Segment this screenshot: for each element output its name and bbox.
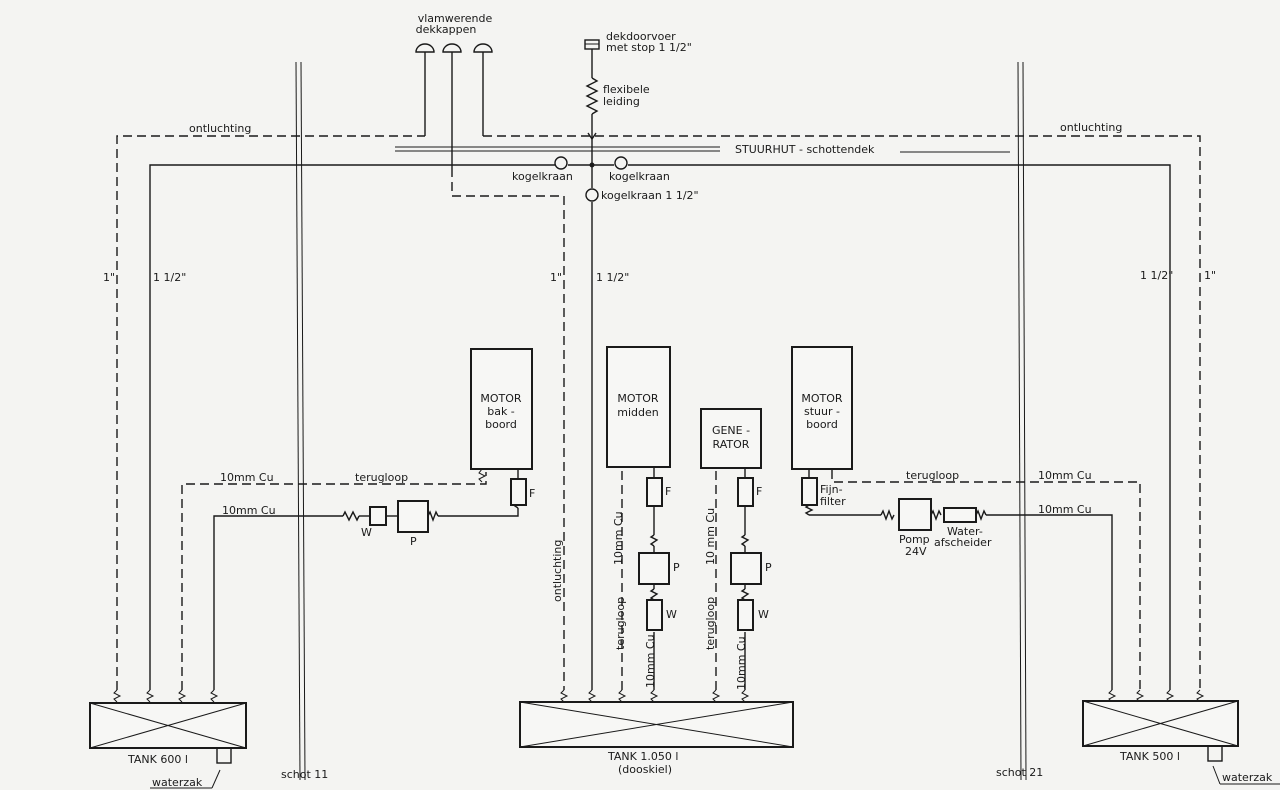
water-separator-1: Water- <box>947 525 983 538</box>
tank-labels: TANK 600 l TANK 1.050 l (dooskiel) TANK … <box>127 750 1273 789</box>
vent-right-label: ontluchting <box>1060 121 1122 134</box>
size-left-fill: 1 1/2" <box>153 271 186 284</box>
motor-middle-line2: midden <box>617 406 659 419</box>
middle-fuel-lines <box>621 468 670 690</box>
hose-label-1: flexibele <box>603 83 650 96</box>
middle-component-labels: F P W F P W ontluchting 10mm Cu terugloo… <box>551 485 772 690</box>
motor-port-line3: boord <box>485 418 517 431</box>
fine-filter-1: Fijn- <box>820 483 843 496</box>
starboard-fuel-lines <box>801 470 1141 690</box>
top-labels: vlamwerende dekkappen dekdoorvoer met st… <box>189 12 1122 202</box>
caps-label-1: vlamwerende <box>418 12 493 25</box>
deck-caps <box>415 43 493 168</box>
size-left-vent: 1" <box>103 271 115 284</box>
ball-valve-3-label: kogelkraan 1 1/2" <box>601 189 699 202</box>
generator-line2: RATOR <box>713 438 750 451</box>
port-water-w: W <box>361 526 372 539</box>
middle-lower-cu: 10mm Cu <box>644 634 657 688</box>
motor-middle: MOTOR midden <box>606 346 671 468</box>
fine-filter-2: filter <box>820 495 846 508</box>
tank-middle <box>519 701 794 748</box>
vent-lines <box>116 135 1201 690</box>
bulkhead-right-label: schot 21 <box>996 766 1043 779</box>
caps-label-2: dekkappen <box>416 23 477 36</box>
tank-middle-label: TANK 1.050 l <box>607 750 678 763</box>
bulkhead-lines <box>295 61 1027 781</box>
deck-fitting-label-2: met stop 1 1/2" <box>606 41 692 54</box>
ball-valve-1-label: kogelkraan <box>512 170 573 183</box>
deck-line <box>395 146 1010 153</box>
motor-port-line1: MOTOR <box>480 392 522 405</box>
middle-pump-p: P <box>673 561 680 574</box>
tank-left <box>89 702 247 789</box>
hose-label-2: leiding <box>603 95 640 108</box>
stb-supply-cu: 10mm Cu <box>1038 503 1092 516</box>
size-mid-fill: 1 1/2" <box>596 271 629 284</box>
middle-supply-cu: 10mm Cu <box>612 511 625 565</box>
port-fuel-lines <box>181 470 527 690</box>
middle-vent-label: ontluchting <box>551 540 564 602</box>
tank-right <box>1082 700 1280 785</box>
size-right-fill: 1 1/2" <box>1140 269 1173 282</box>
motor-middle-line1: MOTOR <box>617 392 659 405</box>
size-right-vent: 1" <box>1204 269 1216 282</box>
ball-valve-2-label: kogelkraan <box>609 170 670 183</box>
deck-fitting-label-1: dekdoorvoer <box>606 30 676 43</box>
vent-left-label: ontluchting <box>189 122 251 135</box>
fill-lines <box>149 156 1171 690</box>
gen-lower-cu: 10mm Cu <box>735 636 748 690</box>
gen-supply-cu: 10 mm Cu <box>704 508 717 565</box>
generator: GENE - RATOR <box>700 408 762 469</box>
generator-fuel-lines <box>715 468 762 690</box>
gen-return-label: terugloop <box>704 597 717 650</box>
port-supply-cu: 10mm Cu <box>222 504 276 517</box>
gen-water-w: W <box>758 608 769 621</box>
middle-water-w: W <box>666 608 677 621</box>
gen-filter-f: F <box>756 485 762 498</box>
waterzak-right: waterzak <box>1222 771 1273 784</box>
deck-label: STUURHUT - schottendek <box>735 143 875 156</box>
port-component-labels: 10mm Cu terugloop 10mm Cu F W P <box>220 471 535 548</box>
middle-return-label: terugloop <box>614 597 627 650</box>
pipe-entry-marks <box>113 689 1205 703</box>
bulkhead-left-label: schot 11 <box>281 768 328 781</box>
stb-return-label: terugloop <box>906 469 959 482</box>
stb-return-cu: 10mm Cu <box>1038 469 1092 482</box>
motor-port-line2: bak - <box>487 405 515 418</box>
gen-pump-p: P <box>765 561 772 574</box>
port-filter-f: F <box>529 487 535 500</box>
tank-left-label: TANK 600 l <box>127 753 188 766</box>
waterzak-left: waterzak <box>152 776 203 789</box>
generator-line1: GENE - <box>712 424 750 437</box>
motor-port: MOTOR bak - boord <box>470 348 533 483</box>
starboard-component-labels: terugloop 10mm Cu Fijn- filter 10mm Cu P… <box>820 469 1092 558</box>
motor-starboard-line3: boord <box>806 418 838 431</box>
port-return-label: terugloop <box>355 471 408 484</box>
tank-middle-sub: (dooskiel) <box>618 763 672 776</box>
deck-fitting <box>584 39 600 160</box>
port-pump-p: P <box>410 535 417 548</box>
tank-right-label: TANK 500 l <box>1119 750 1180 763</box>
size-mid-vent: 1" <box>550 271 562 284</box>
pump-24v-1: Pomp <box>899 533 930 546</box>
water-separator-2: afscheider <box>934 536 992 549</box>
motor-starboard-line1: MOTOR <box>801 392 843 405</box>
pump-24v-2: 24V <box>905 545 927 558</box>
motor-starboard-line2: stuur - <box>804 405 840 418</box>
motor-starboard: MOTOR stuur - boord <box>791 346 853 470</box>
pipe-size-labels: 1" 1 1/2" 1" 1 1/2" 1 1/2" 1" <box>103 269 1216 284</box>
middle-filter-f: F <box>665 485 671 498</box>
port-return-cu: 10mm Cu <box>220 471 274 484</box>
